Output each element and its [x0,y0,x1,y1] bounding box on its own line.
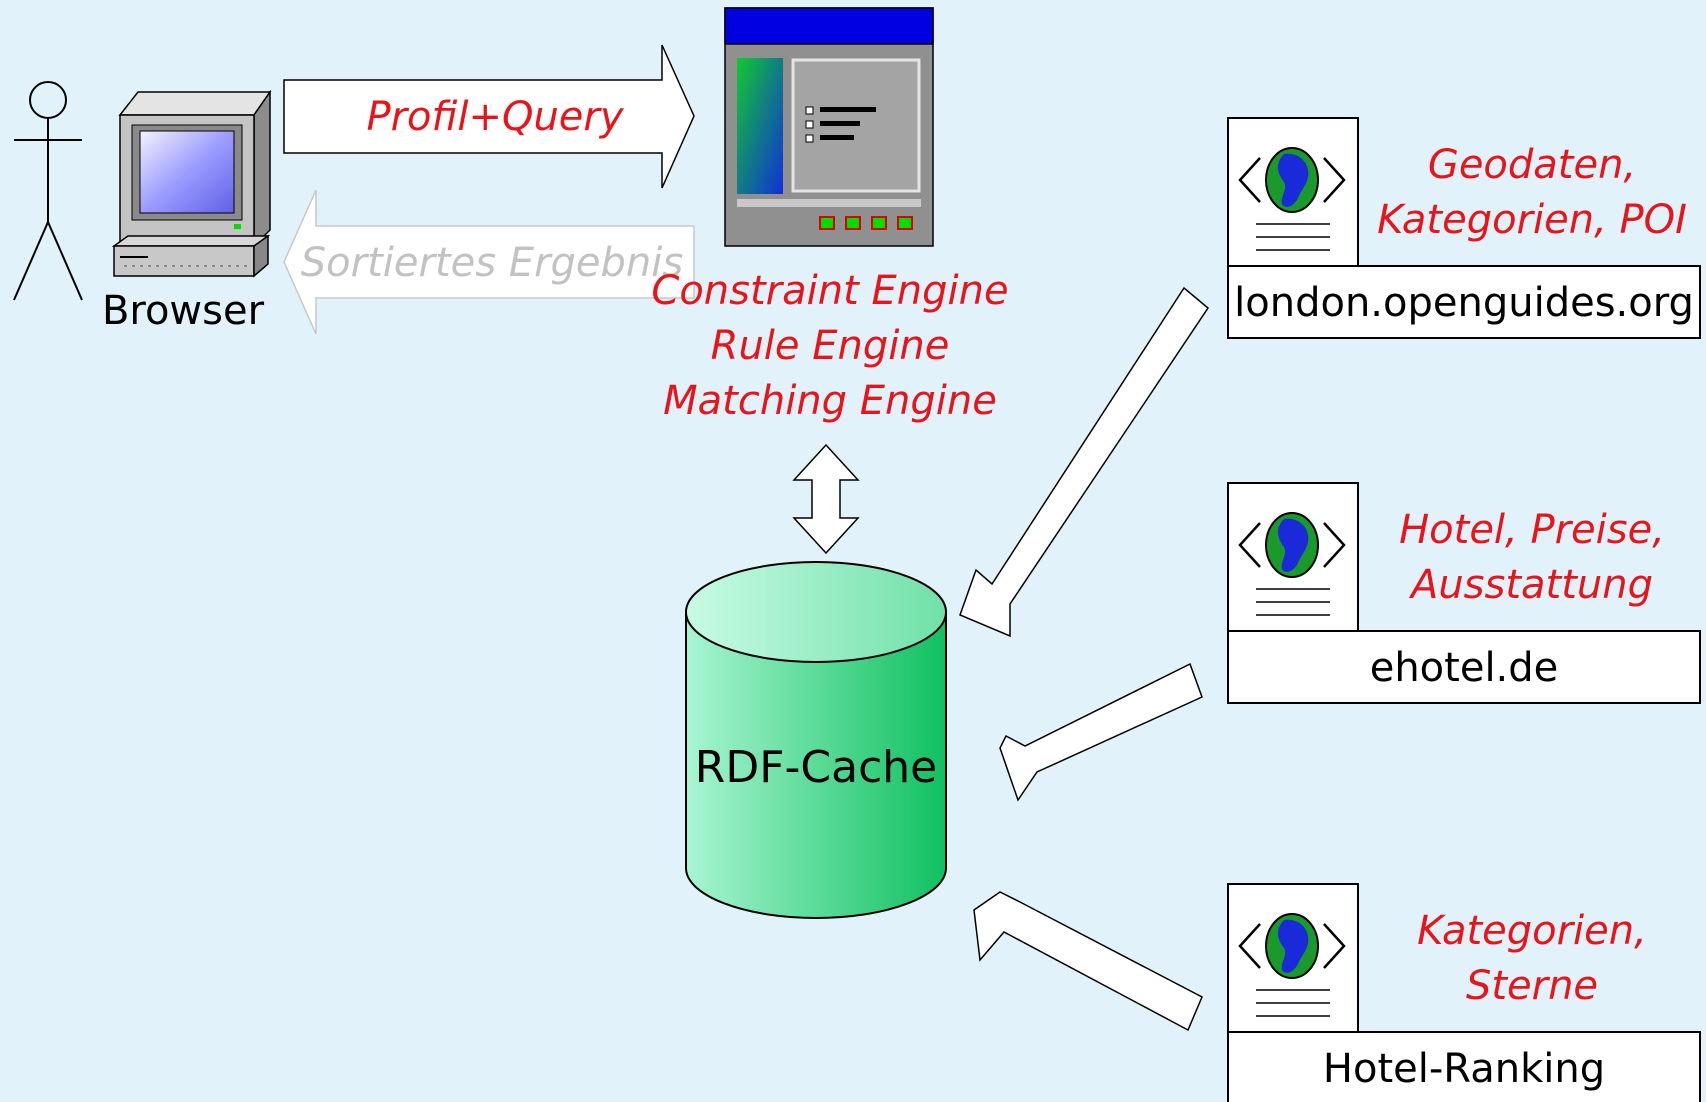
source-data-line: Geodaten, [1428,142,1636,188]
engine-cache-double-arrow [792,443,860,555]
user-actor-icon [13,81,83,301]
rdf-cache-label: RDF-Cache [695,742,937,793]
browser-label: Browser [102,288,265,334]
source-site-box [1227,630,1701,704]
source-site-box [1227,1031,1701,1102]
web-source-globe-icon [1226,882,1360,1034]
source-data-line: Kategorien, POI [1377,197,1687,243]
rdf-cache-cylinder [685,561,947,919]
source-data-line: Kategorien, [1417,908,1647,954]
source-arrow-ehotel [999,662,1203,802]
computer-icon [111,89,272,278]
engine-label-constraint: Constraint Engine [651,268,1008,314]
source-site-box [1227,265,1701,339]
source-arrow-openguides [959,286,1209,638]
source-data-line: Hotel, Preise, [1399,507,1665,553]
source-data-line: Sterne [1466,963,1598,1009]
source-arrow-hotel-ranking [973,891,1203,1032]
engine-window-icon [724,7,934,247]
response-label: Sortiertes Ergebnis [301,240,683,286]
request-label: Profil+Query [366,94,624,140]
source-site-name: ehotel.de [1370,645,1559,691]
source-site-name: london.openguides.org [1234,280,1694,326]
engine-label-rule: Rule Engine [711,323,950,369]
response-arrow [283,189,695,335]
web-source-globe-icon [1226,481,1360,633]
request-arrow [283,44,695,189]
web-source-globe-icon [1226,116,1360,268]
engine-label-matching: Matching Engine [663,378,997,424]
source-site-name: Hotel-Ranking [1323,1046,1605,1092]
source-data-line: Ausstattung [1408,562,1653,608]
